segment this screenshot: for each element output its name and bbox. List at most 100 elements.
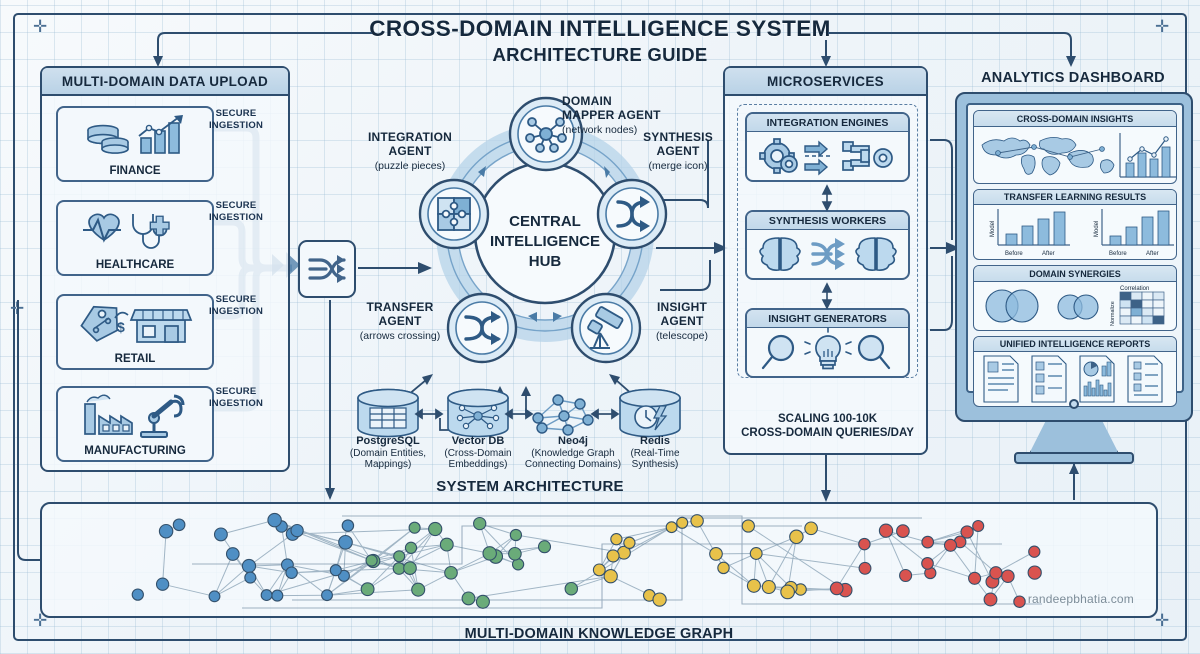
knowledge-graph-node	[408, 521, 421, 534]
database-table-icon[interactable]	[357, 388, 419, 438]
knowledge-graph-node	[475, 594, 490, 609]
knowledge-graph-node	[943, 538, 958, 552]
database-clock-icon[interactable]	[619, 388, 681, 438]
puzzle-piece-icon	[437, 197, 471, 231]
dash-card-unified-intelligence-reports[interactable]: UNIFIED INTELLIGENCE REPORTS	[973, 335, 1177, 407]
agent-node-domain-mapper[interactable]	[508, 96, 584, 172]
ingest-label-manufacturing: SECURE INGESTION	[190, 386, 282, 409]
agent-label-line2: AGENT	[388, 144, 432, 158]
knowledge-graph-node	[213, 527, 228, 542]
ingestion-router[interactable]	[298, 240, 356, 298]
agent-label-synthesis: SYNTHESIS AGENT (merge icon)	[622, 130, 734, 173]
registration-mark-ml: ✛	[10, 299, 25, 318]
knowledge-graph-node	[225, 547, 240, 561]
db-label-redis: Redis (Real-Time Synthesis)	[600, 435, 710, 471]
analytics-dashboard-title: ANALYTICS DASHBOARD	[981, 70, 1165, 86]
domain-card-finance[interactable]: FINANCE	[56, 106, 214, 182]
ingest-text: SECURE INGESTION	[208, 108, 264, 131]
knowledge-graph-node	[749, 547, 763, 560]
magnifier-bulb-icon	[747, 327, 908, 376]
agent-node-insight[interactable]	[570, 292, 642, 364]
database-vector-icon[interactable]	[447, 388, 509, 438]
shuffle-router-icon	[308, 255, 346, 283]
knowledge-graph-node	[983, 592, 998, 607]
system-architecture-caption: SYSTEM ARCHITECTURE	[436, 478, 624, 495]
knowledge-graph-node	[267, 512, 282, 528]
factory-robot-arm-icon	[58, 393, 212, 441]
db-label-postgresql: PostgreSQL (Domain Entities, Mappings)	[333, 435, 443, 471]
micro-block-synthesis-workers[interactable]: SYNTHESIS WORKERS	[745, 210, 910, 280]
agent-node-synthesis[interactable]	[596, 178, 668, 250]
micro-block-label: INSIGHT GENERATORS	[747, 310, 908, 328]
agent-node-transfer[interactable]	[446, 292, 518, 364]
scaling-note-line1: SCALING 100-10K	[777, 413, 878, 425]
agent-label-line1: INSIGHT	[656, 300, 708, 314]
knowledge-graph-node	[244, 571, 257, 584]
knowledge-graph-node	[972, 519, 985, 533]
knowledge-graph-node	[921, 535, 935, 549]
agent-node-integration[interactable]	[418, 178, 490, 250]
heart-stethoscope-icon	[58, 207, 212, 255]
registration-mark-tl: ✛	[33, 17, 48, 36]
knowledge-graph-node	[403, 561, 417, 575]
hub-line-3: HUB	[529, 253, 562, 270]
knowledge-graph-node	[709, 547, 723, 561]
agent-label-line2: AGENT	[660, 314, 704, 328]
micro-block-insight-generators[interactable]: INSIGHT GENERATORS	[745, 308, 910, 378]
micro-block-label: SYNTHESIS WORKERS	[747, 212, 908, 230]
heatmap-axis: Normalize	[1110, 301, 1116, 326]
agent-label-sub: (network nodes)	[562, 124, 638, 136]
knowledge-graph-node	[290, 523, 304, 538]
knowledge-graph-node	[439, 537, 454, 552]
tick-after: After	[1042, 251, 1055, 257]
domain-card-manufacturing[interactable]: MANUFACTURING	[56, 386, 214, 462]
knowledge-graph-node	[1013, 595, 1026, 608]
knowledge-graph-node	[1027, 565, 1042, 580]
db-desc-1: (Domain Entities,	[349, 447, 427, 459]
monitor-stand-neck	[1029, 422, 1119, 454]
knowledge-graph-caption: MULTI-DOMAIN KNOWLEDGE GRAPH	[464, 626, 734, 642]
ingest-text: SECURE INGESTION	[208, 386, 264, 409]
dash-card-label: DOMAIN SYNERGIES	[974, 266, 1176, 282]
db-desc-2: Mappings)	[364, 459, 412, 470]
knowledge-graph-node	[1028, 545, 1041, 558]
knowledge-graph-node	[921, 557, 934, 570]
knowledge-graph-node	[509, 528, 523, 542]
knowledge-graph-node	[896, 524, 910, 538]
knowledge-graph-node	[393, 550, 406, 563]
knowledge-graph-node	[155, 577, 170, 591]
knowledge-graph-node	[508, 546, 522, 561]
title-subtitle: ARCHITECTURE GUIDE	[492, 44, 708, 65]
knowledge-graph-node	[878, 523, 894, 538]
axis-label: Model	[1094, 221, 1100, 237]
db-name: Redis	[640, 435, 670, 447]
dash-card-domain-synergies[interactable]: DOMAIN SYNERGIES Correlation Normalize	[973, 265, 1177, 331]
knowledge-graph-node	[444, 565, 458, 580]
knowledge-graph-node	[690, 514, 704, 528]
gears-pipeline-icon	[747, 132, 908, 180]
knowledge-graph-node	[131, 588, 144, 601]
agent-label-domain-mapper: DOMAIN MAPPER AGENT (network nodes)	[562, 94, 737, 137]
db-name: Neo4j	[558, 435, 588, 447]
heatmap-title: Correlation	[1120, 286, 1149, 292]
dash-card-cross-domain-insights[interactable]: CROSS-DOMAIN INSIGHTS	[973, 110, 1177, 184]
knowledge-graph-node	[428, 521, 443, 537]
coins-bar-chart-icon	[58, 113, 212, 161]
knowledge-graph-node	[899, 568, 913, 583]
scaling-note: SCALING 100-10K CROSS-DOMAIN QUERIES/DAY	[731, 413, 924, 440]
ingest-label-healthcare: SECURE INGESTION	[190, 200, 282, 223]
micro-block-integration-engines[interactable]: INTEGRATION ENGINES	[745, 112, 910, 182]
knowledge-graph-node	[285, 566, 298, 579]
domain-card-healthcare[interactable]: HEALTHCARE	[56, 200, 214, 276]
dash-card-transfer-learning-results[interactable]: TRANSFER LEARNING RESULTS Model	[973, 188, 1177, 260]
world-map-line-chart-icon	[974, 127, 1176, 183]
knowledge-graph-node	[337, 569, 350, 582]
knowledge-graph-visualization	[131, 512, 1042, 609]
domain-card-retail[interactable]: $ RETAIL	[56, 294, 214, 370]
graph-nodes-icon[interactable]	[532, 394, 594, 436]
knowledge-graph-node	[360, 582, 375, 597]
db-desc-1: (Cross-Domain	[444, 447, 512, 459]
crossing-arrows-icon	[464, 315, 500, 341]
knowledge-graph-node	[829, 581, 844, 596]
db-desc-2: Connecting Domains)	[524, 459, 622, 470]
